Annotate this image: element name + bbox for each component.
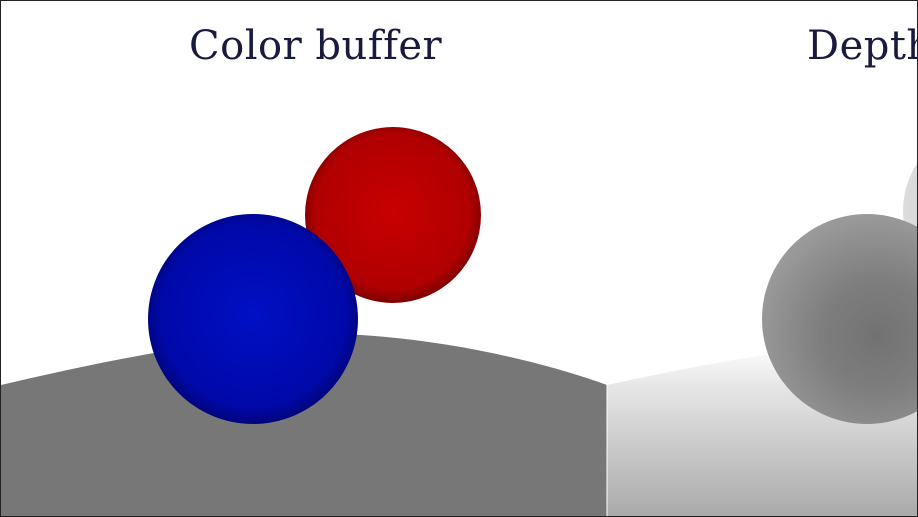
red-sphere xyxy=(305,127,481,303)
depth-title: Depth xyxy=(807,23,917,69)
depth-blue-sphere xyxy=(762,214,917,424)
color-buffer-panel xyxy=(1,127,607,516)
depth-buffer-panel xyxy=(607,163,917,516)
ground-plane xyxy=(1,334,607,516)
blue-sphere xyxy=(148,214,358,424)
color-buffer-title: Color buffer xyxy=(189,23,443,69)
